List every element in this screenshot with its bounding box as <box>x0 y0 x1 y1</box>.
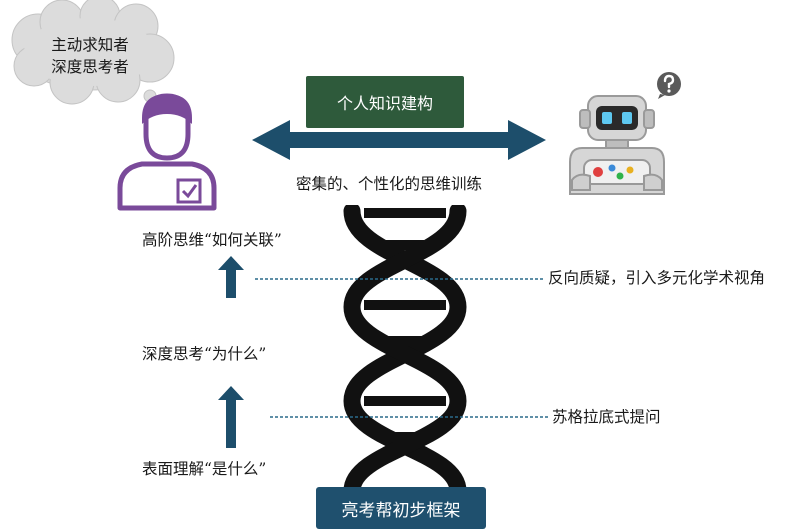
lower-leader-line <box>270 416 548 418</box>
question-badge-icon <box>657 72 681 99</box>
framework-label: 亮考帮初步框架 <box>316 487 486 529</box>
upper-leader-line <box>255 278 545 280</box>
robot-icon <box>569 95 665 195</box>
annotation-upper: 反向质疑，引入多元化学术视角 <box>548 269 766 287</box>
thinker-line-2: 深度思考者 <box>51 58 129 76</box>
thinker-bubble: 主动求知者 深度思考者 <box>30 34 150 78</box>
arrow-caption: 密集的、个性化的思维训练 <box>296 175 483 193</box>
level-low-label: 表面理解“是什么” <box>142 460 267 478</box>
student-person-icon <box>117 93 217 211</box>
level-high-label: 高阶思维“如何关联” <box>142 231 282 249</box>
annotation-lower: 苏格拉底式提问 <box>552 408 661 426</box>
level-mid-label: 深度思考“为什么” <box>142 345 267 363</box>
thinker-line-1: 主动求知者 <box>51 36 129 54</box>
up-arrow-lower <box>218 386 244 448</box>
personal-knowledge-banner: 个人知识建构 <box>306 76 464 128</box>
dna-helix-icon <box>343 205 467 495</box>
bidirectional-arrow <box>252 120 546 160</box>
thought-cloud-icon <box>11 0 175 111</box>
up-arrow-upper <box>218 256 244 298</box>
